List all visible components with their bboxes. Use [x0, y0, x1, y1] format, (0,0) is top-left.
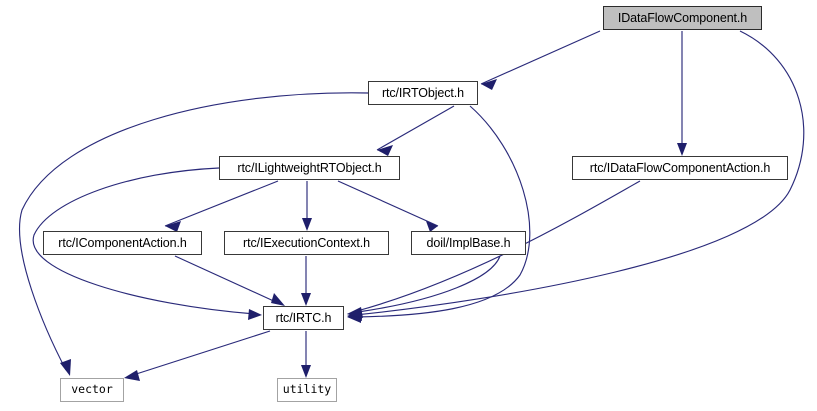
- graph-node-implbase[interactable]: doil/ImplBase.h: [411, 231, 526, 255]
- edge-implbase-to-irtc: [357, 255, 501, 313]
- graph-node-label: IDataFlowComponent.h: [617, 10, 748, 25]
- arrowhead-icon: [481, 79, 497, 90]
- edge-irtobject-to-irtc: [354, 105, 531, 318]
- arrowhead-icon: [301, 293, 311, 306]
- graph-node-label: rtc/ILightweightRTObject.h: [237, 160, 382, 175]
- graph-node-label: doil/ImplBase.h: [426, 235, 511, 250]
- graph-node-label: rtc/IRTObject.h: [381, 85, 465, 100]
- graph-node-ilightweightrtobject[interactable]: rtc/ILightweightRTObject.h: [219, 156, 400, 180]
- graph-node-irtc[interactable]: rtc/IRTC.h: [263, 306, 344, 330]
- edge-idataflowcomponent-to-irtc: [354, 30, 805, 316]
- arrowhead-icon: [302, 218, 312, 231]
- arrowhead-icon: [124, 370, 140, 381]
- arrowhead-icon: [347, 307, 363, 318]
- arrowhead-icon: [426, 221, 438, 232]
- graph-node-idataflowcomponent[interactable]: IDataFlowComponent.h: [603, 6, 762, 30]
- graph-node-idataflowcomponentaction[interactable]: rtc/IDataFlowComponentAction.h: [572, 156, 788, 180]
- arrowhead-icon: [301, 365, 311, 378]
- graph-node-label: rtc/IDataFlowComponentAction.h: [589, 160, 771, 175]
- graph-node-iexecutioncontext[interactable]: rtc/IExecutionContext.h: [224, 231, 389, 255]
- arrowhead-icon: [677, 143, 687, 156]
- arrowhead-icon: [248, 309, 262, 320]
- edge-idataflowcomponent-to-irtobject: [480, 30, 601, 85]
- graph-node-irtobject[interactable]: rtc/IRTObject.h: [368, 81, 478, 105]
- graph-node-label: vector: [71, 382, 113, 397]
- edge-irtobject-to-ilightweightrtobject: [376, 105, 455, 151]
- edge-ilightweightrtobject-to-icomponentaction: [164, 180, 279, 227]
- graph-node-label: rtc/IExecutionContext.h: [243, 235, 370, 250]
- edge-irtobject-to-vector: [18, 92, 369, 371]
- graph-node-utility[interactable]: utility: [277, 378, 337, 402]
- edge-ilightweightrtobject-to-implbase: [337, 180, 439, 227]
- edge-ilightweightrtobject-to-irtc: [32, 167, 256, 315]
- graph-node-vector[interactable]: vector: [60, 378, 124, 402]
- graph-node-label: rtc/IComponentAction.h: [58, 235, 187, 250]
- arrowhead-icon: [60, 359, 71, 376]
- graph-node-label: utility: [282, 382, 332, 397]
- arrowhead-icon: [165, 221, 181, 232]
- graph-node-icomponentaction[interactable]: rtc/IComponentAction.h: [43, 231, 202, 255]
- arrowhead-icon: [271, 293, 285, 306]
- arrowhead-icon: [377, 145, 393, 156]
- graph-node-label: rtc/IRTC.h: [275, 310, 332, 325]
- edge-icomponentaction-to-irtc: [174, 255, 279, 304]
- edge-irtc-to-vector: [129, 330, 271, 377]
